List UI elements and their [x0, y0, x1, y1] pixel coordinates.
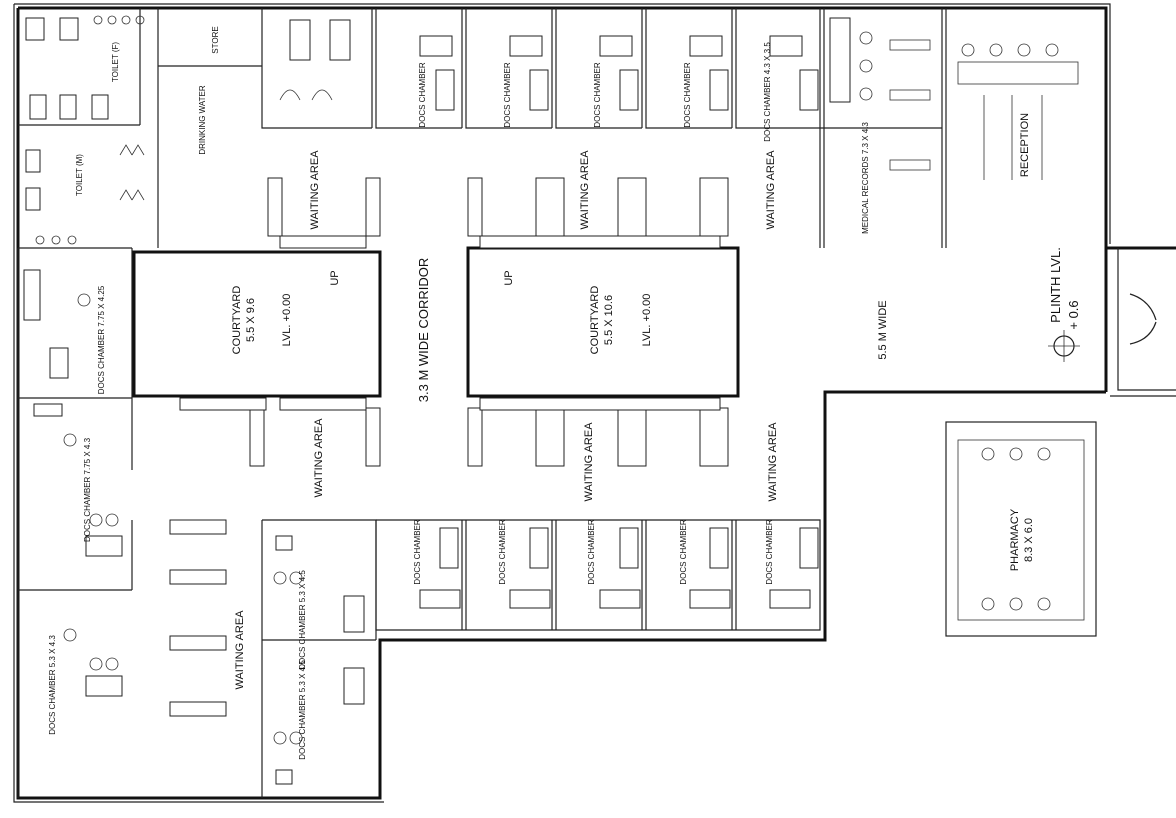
docs-chamber-3-label: DOCS CHAMBER [593, 62, 602, 128]
waiting-area-2-label: WAITING AREA [579, 150, 591, 230]
up-label-2: UP [503, 270, 515, 285]
courtyard-2-title: COURTYARD [589, 286, 601, 355]
waiting-area-5-label: WAITING AREA [583, 422, 595, 502]
toilet-f-label: TOILET (F) [111, 42, 120, 82]
corridor-label: 3.3 M WIDE CORRIDOR [416, 258, 431, 402]
docs-53-45-a-label: DOCS CHAMBER 5.3 X 4.5 [298, 570, 307, 670]
courtyard-1-title: COURTYARD [231, 286, 243, 355]
courtyard-1: COURTYARD 5.5 X 9.6 LVL. +0.00 UP [132, 250, 382, 398]
reception-label: RECEPTION [1019, 113, 1031, 177]
docs-chamber-4-label: DOCS CHAMBER [683, 62, 692, 128]
wide-label: 5.5 M WIDE [877, 300, 889, 359]
lower-middle-docs-chambers: DOCS CHAMBER 5.3 X 4.5 DOCS CHAMBER 5.3 … [261, 519, 377, 798]
medical-records-label: MEDICAL RECORDS 7.3 X 4.3 [861, 122, 870, 234]
docs-chamber-2-label: DOCS CHAMBER [503, 62, 512, 128]
top-treatment-room [279, 19, 351, 101]
waiting-area-1-label: WAITING AREA [309, 150, 321, 230]
pharmacy-title: PHARMACY [1009, 508, 1021, 571]
docs-53-43-label: DOCS CHAMBER 5.3 X 4.3 [48, 635, 57, 735]
left-docs-chambers: DOCS CHAMBER 7.75 X 4.25 DOCS CHAMBER 7.… [23, 269, 123, 735]
courtyard-2: COURTYARD 5.5 X 10.6 LVL. +0.00 UP [466, 246, 740, 398]
bottom-docs-chambers: DOCS CHAMBER DOCS CHAMBER DOCS CHAMBER D… [375, 519, 821, 631]
docs-775-425-label: DOCS CHAMBER 7.75 X 4.25 [97, 285, 106, 394]
docs-chamber-b5-label: DOCS CHAMBER [765, 519, 774, 585]
drinking-water-label: DRINKING WATER [198, 85, 207, 155]
toilet-f: TOILET (F) [25, 15, 145, 120]
courtyard-1-size: 5.5 X 9.6 [245, 298, 257, 342]
top-docs-chambers: DOCS CHAMBER DOCS CHAMBER DOCS CHAMBER D… [418, 35, 819, 142]
plinth-level-label: PLINTH LVL. [1048, 247, 1063, 323]
pharmacy-size: 8.3 X 6.0 [1023, 518, 1035, 562]
top-row-walls [17, 8, 947, 798]
docs-chamber-1-label: DOCS CHAMBER [418, 62, 427, 128]
up-label-1: UP [329, 270, 341, 285]
pharmacy: PHARMACY 8.3 X 6.0 [945, 421, 1097, 637]
plinth-level-marker: PLINTH LVL. + 0.6 [1048, 247, 1081, 362]
toilet-m: TOILET (M) [25, 144, 145, 245]
waiting-areas: WAITING AREA WAITING AREA WAITING AREA W… [169, 150, 779, 717]
waiting-area-7-label: WAITING AREA [234, 610, 246, 690]
waiting-area-6-label: WAITING AREA [767, 422, 779, 502]
waiting-area-3-label: WAITING AREA [765, 150, 777, 230]
courtyard-2-size: 5.5 X 10.6 [603, 295, 615, 345]
toilet-m-label: TOILET (M) [75, 154, 84, 196]
reception: RECEPTION [957, 43, 1079, 180]
entrance-doors [1129, 293, 1157, 345]
docs-775-43-label: DOCS CHAMBER 7.75 X 4.3 [83, 437, 92, 542]
docs-chamber-b3-label: DOCS CHAMBER [587, 519, 596, 585]
docs-chamber-5-label: DOCS CHAMBER 4.3 X 3.5 [763, 42, 772, 142]
docs-chamber-b2-label: DOCS CHAMBER [498, 519, 507, 585]
courtyard-1-level: LVL. +0.00 [281, 294, 293, 347]
plinth-level-value: + 0.6 [1066, 300, 1081, 329]
waiting-area-4-label: WAITING AREA [313, 418, 325, 498]
docs-chamber-b1-label: DOCS CHAMBER [413, 519, 422, 585]
docs-chamber-b4-label: DOCS CHAMBER [679, 519, 688, 585]
medical-records: MEDICAL RECORDS 7.3 X 4.3 [829, 17, 931, 234]
store-label: STORE [211, 26, 220, 53]
courtyard-2-level: LVL. +0.00 [641, 294, 653, 347]
docs-53-45-b-label: DOCS CHAMBER 5.3 X 4.5 [298, 660, 307, 760]
